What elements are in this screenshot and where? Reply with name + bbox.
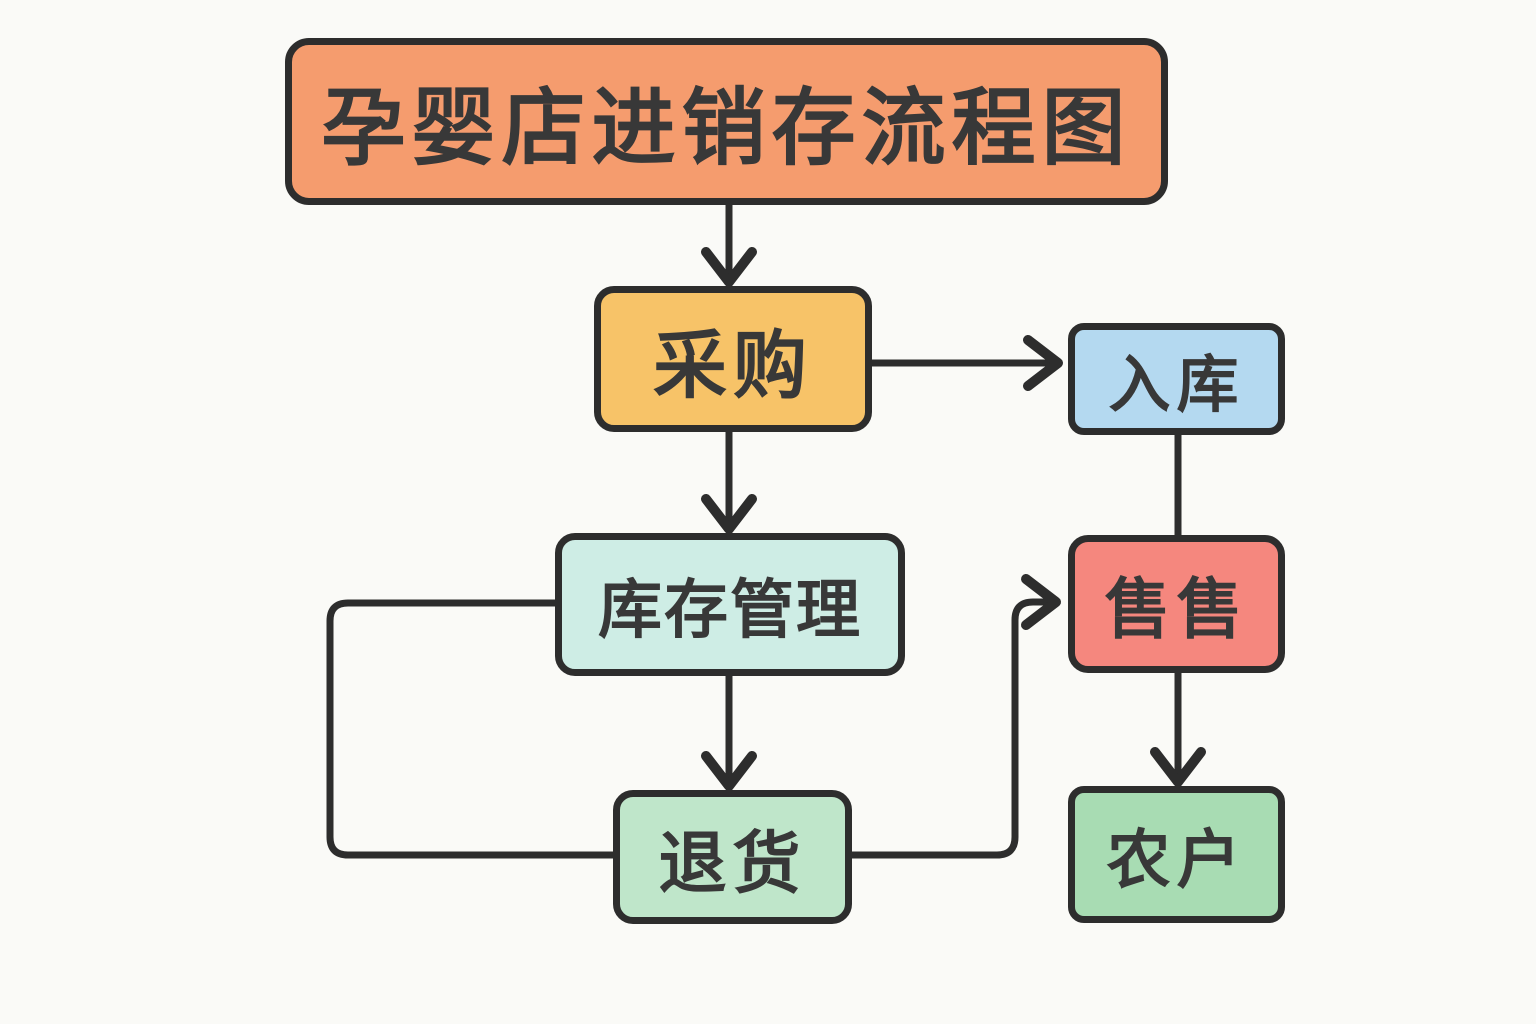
edge-caigou-to-ruku [872, 335, 1063, 391]
arrowhead-down-icon [701, 751, 757, 791]
node-shoushou-label: 售售 [1104, 571, 1249, 648]
edge-tuihuo-to-shoushou [852, 574, 1061, 859]
node-tuihuo-label: 退货 [658, 824, 807, 904]
diagram-title: 孕婴店进销存流程图 [321, 79, 1132, 177]
arrowhead-right-icon [1021, 574, 1061, 630]
edge-caigou-to-kucun [701, 432, 757, 534]
node-ruku-label: 入库 [1108, 348, 1245, 421]
edge-shoushou-to-nonghu [1150, 673, 1206, 787]
node-nonghu: 农户 [1068, 786, 1285, 923]
node-shoushou: 售售 [1068, 535, 1285, 673]
node-nonghu-label: 农户 [1106, 823, 1247, 898]
node-caigou: 采购 [594, 286, 872, 432]
arrowhead-down-icon [1150, 747, 1206, 787]
edge-kucun-to-tuihuo [701, 676, 757, 791]
node-caigou-label: 采购 [653, 322, 813, 409]
arrowhead-down-icon [701, 494, 757, 534]
edge-title-to-caigou [701, 205, 757, 287]
node-kucun: 库存管理 [555, 533, 905, 676]
title-box: 孕婴店进销存流程图 [285, 38, 1168, 205]
arrowhead-right-icon [1023, 335, 1063, 391]
arrowhead-down-icon [701, 247, 757, 287]
node-kucun-label: 库存管理 [598, 573, 862, 648]
edge-kucun-loop-tuihuo [326, 599, 613, 859]
node-ruku: 入库 [1068, 323, 1285, 435]
node-tuihuo: 退货 [613, 790, 852, 924]
